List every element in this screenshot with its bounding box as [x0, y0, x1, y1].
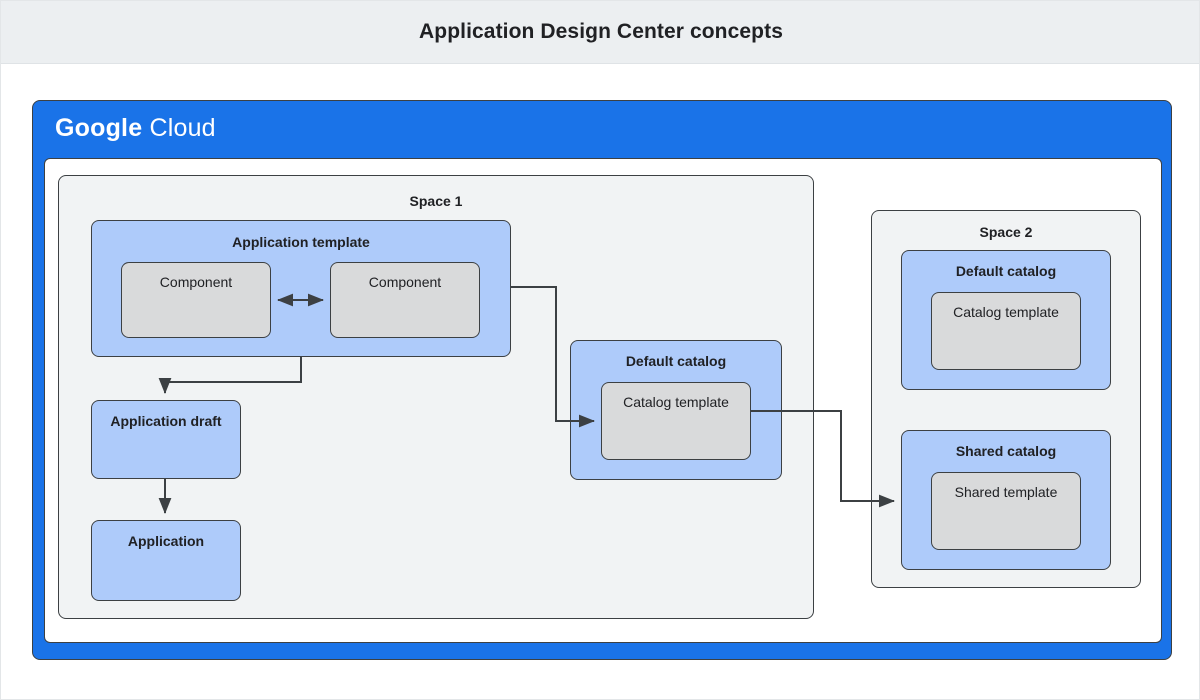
space-2-default-catalog-title: Default catalog	[955, 263, 1057, 279]
space-2-label: Space 2	[979, 224, 1033, 240]
space-2-shared-template-label: Shared template	[954, 484, 1058, 500]
application-label: Application	[127, 533, 205, 549]
component-label-right: Component	[368, 274, 442, 290]
space-2-catalog-template-box[interactable]: Catalog template	[931, 292, 1081, 370]
component-box-right[interactable]: Component	[330, 262, 480, 338]
google-cloud-logo: Google Cloud	[55, 114, 216, 143]
application-draft-label: Application draft	[110, 413, 222, 429]
space-2-shared-catalog-title: Shared catalog	[955, 443, 1057, 459]
application-template-title: Application template	[232, 234, 370, 250]
header-bar: Application Design Center concepts	[1, 1, 1199, 64]
space-1-label: Space 1	[409, 193, 463, 209]
google-cloud-logo-primary: Google	[55, 114, 143, 142]
space-2-catalog-template-label: Catalog template	[953, 304, 1059, 320]
application-draft-box[interactable]: Application draft	[91, 400, 241, 479]
space-1-default-catalog-title: Default catalog	[625, 353, 727, 369]
space-2-shared-template-box[interactable]: Shared template	[931, 472, 1081, 550]
space-1-catalog-template-label: Catalog template	[623, 394, 729, 410]
component-box-left[interactable]: Component	[121, 262, 271, 338]
page-title: Application Design Center concepts	[419, 20, 783, 43]
component-label-left: Component	[159, 274, 233, 290]
space-1-catalog-template-box[interactable]: Catalog template	[601, 382, 751, 460]
google-cloud-logo-secondary: Cloud	[149, 114, 216, 142]
application-box[interactable]: Application	[91, 520, 241, 601]
